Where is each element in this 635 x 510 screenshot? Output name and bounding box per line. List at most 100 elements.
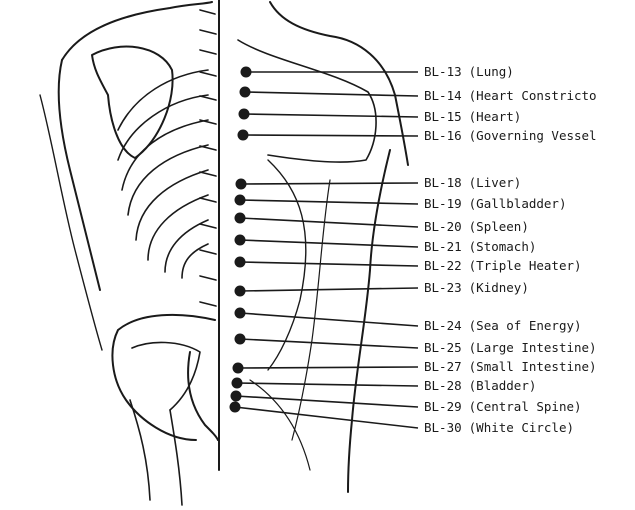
acupoint-label: BL-27 (Small Intestine) xyxy=(424,359,597,374)
vertebral-column xyxy=(199,9,217,307)
acupoint-code: BL-14 xyxy=(424,88,462,103)
acupoint-label: BL-30 (White Circle) xyxy=(424,420,574,435)
right-shoulder-outline xyxy=(269,1,409,166)
acupoint-code: BL-21 xyxy=(424,239,462,254)
acupoint-code: BL-30 xyxy=(424,420,462,435)
left-scapula-bone xyxy=(91,45,174,159)
acupoint-label: BL-22 (Triple Heater) xyxy=(424,258,582,273)
femur-left xyxy=(129,399,151,501)
acupoint-label: BL-19 (Gallbladder) xyxy=(424,196,566,211)
acupoint-dots xyxy=(229,66,252,413)
acupoint-name: (Heart Constricto xyxy=(469,88,597,103)
acupoint-code: BL-24 xyxy=(424,318,462,333)
acupoint-code: BL-18 xyxy=(424,175,462,190)
acupoint-name: (Lung) xyxy=(469,64,514,79)
acupoint-name: (Stomach) xyxy=(469,239,537,254)
leader-line xyxy=(239,217,419,228)
acupoint-dot xyxy=(240,66,252,78)
acupoint-name: (White Circle) xyxy=(469,420,574,435)
leader-line xyxy=(237,366,419,369)
acupoint-label: BL-21 (Stomach) xyxy=(424,239,536,254)
acupoint-dot xyxy=(234,194,246,206)
skeleton-outline xyxy=(39,1,219,506)
leader-line xyxy=(244,91,419,97)
pelvis-outline xyxy=(111,313,216,441)
leader-line xyxy=(236,382,419,387)
acupoint-name: (Kidney) xyxy=(469,280,529,295)
acupoint-code: BL-19 xyxy=(424,196,462,211)
acupoint-dot xyxy=(232,362,244,374)
acupoint-label: BL-20 (Spleen) xyxy=(424,219,529,234)
acupoint-dot xyxy=(231,377,243,389)
acupoint-dot xyxy=(234,285,246,297)
acupoint-name: (Central Spine) xyxy=(469,399,582,414)
acupoint-code: BL-23 xyxy=(424,280,462,295)
body-outline xyxy=(237,1,409,493)
acupoint-dot xyxy=(234,333,246,345)
acupoint-dot xyxy=(239,86,251,98)
pelvis-inner xyxy=(131,341,201,411)
rib-cage xyxy=(117,69,209,279)
sacrum-outline xyxy=(187,351,219,441)
femur-right xyxy=(169,409,183,506)
leader-line xyxy=(243,113,419,118)
acupoint-name: (Spleen) xyxy=(469,219,529,234)
acupoint-name: (Gallbladder) xyxy=(469,196,567,211)
leader-line xyxy=(235,395,419,408)
acupoint-code: BL-22 xyxy=(424,258,462,273)
acupoint-name: (Governing Vessel xyxy=(469,128,597,143)
acupoint-label: BL-13 (Lung) xyxy=(424,64,514,79)
acupoint-code: BL-20 xyxy=(424,219,462,234)
acupoint-code: BL-27 xyxy=(424,359,462,374)
leader-line xyxy=(239,338,419,349)
leader-lines xyxy=(234,71,419,429)
latissimus-line xyxy=(267,159,307,371)
leader-line xyxy=(242,134,419,137)
acupoint-code: BL-13 xyxy=(424,64,462,79)
acupoint-label: BL-16 (Governing Vessel xyxy=(424,128,597,143)
acupoint-dot xyxy=(230,390,242,402)
acupoint-label: BL-25 (Large Intestine) xyxy=(424,340,597,355)
acupoint-name: (Small Intestine) xyxy=(469,359,597,374)
acupoint-dot xyxy=(234,307,246,319)
acupoint-code: BL-29 xyxy=(424,399,462,414)
acupoint-code: BL-28 xyxy=(424,378,462,393)
acupoint-label: BL-23 (Kidney) xyxy=(424,280,529,295)
leader-line xyxy=(240,182,419,185)
acupoint-label: BL-15 (Heart) xyxy=(424,109,521,124)
leader-line xyxy=(239,287,419,292)
acupoint-name: (Heart) xyxy=(469,109,522,124)
left-arm-line xyxy=(39,94,103,351)
acupoint-label: BL-14 (Heart Constricto xyxy=(424,88,597,103)
acupoint-label: BL-18 (Liver) xyxy=(424,175,521,190)
acupoint-dot xyxy=(234,212,246,224)
acupoint-label: BL-29 (Central Spine) xyxy=(424,399,582,414)
leader-line xyxy=(239,199,419,205)
acupoint-name: (Large Intestine) xyxy=(469,340,597,355)
leader-line xyxy=(234,406,419,429)
acupoint-name: (Triple Heater) xyxy=(469,258,582,273)
acupoint-dot xyxy=(234,256,246,268)
acupoint-dot xyxy=(235,178,247,190)
leader-line xyxy=(239,261,419,267)
acupoint-code: BL-16 xyxy=(424,128,462,143)
left-side-outline xyxy=(57,59,101,291)
acupoint-dot xyxy=(237,129,249,141)
gluteal-line xyxy=(249,379,311,471)
acupoint-label: BL-24 (Sea of Energy) xyxy=(424,318,582,333)
scapula-outline xyxy=(237,39,377,163)
leader-line xyxy=(239,239,419,248)
acupoint-dot xyxy=(238,108,250,120)
acupoint-code: BL-25 xyxy=(424,340,462,355)
acupoint-code: BL-15 xyxy=(424,109,462,124)
left-torso-outline xyxy=(61,1,213,61)
acupoint-name: (Liver) xyxy=(469,175,522,190)
acupoint-name: (Sea of Energy) xyxy=(469,318,582,333)
acupoint-name: (Bladder) xyxy=(469,378,537,393)
right-back-outline xyxy=(347,149,391,493)
leader-line xyxy=(239,312,419,327)
acupoint-dot xyxy=(234,234,246,246)
